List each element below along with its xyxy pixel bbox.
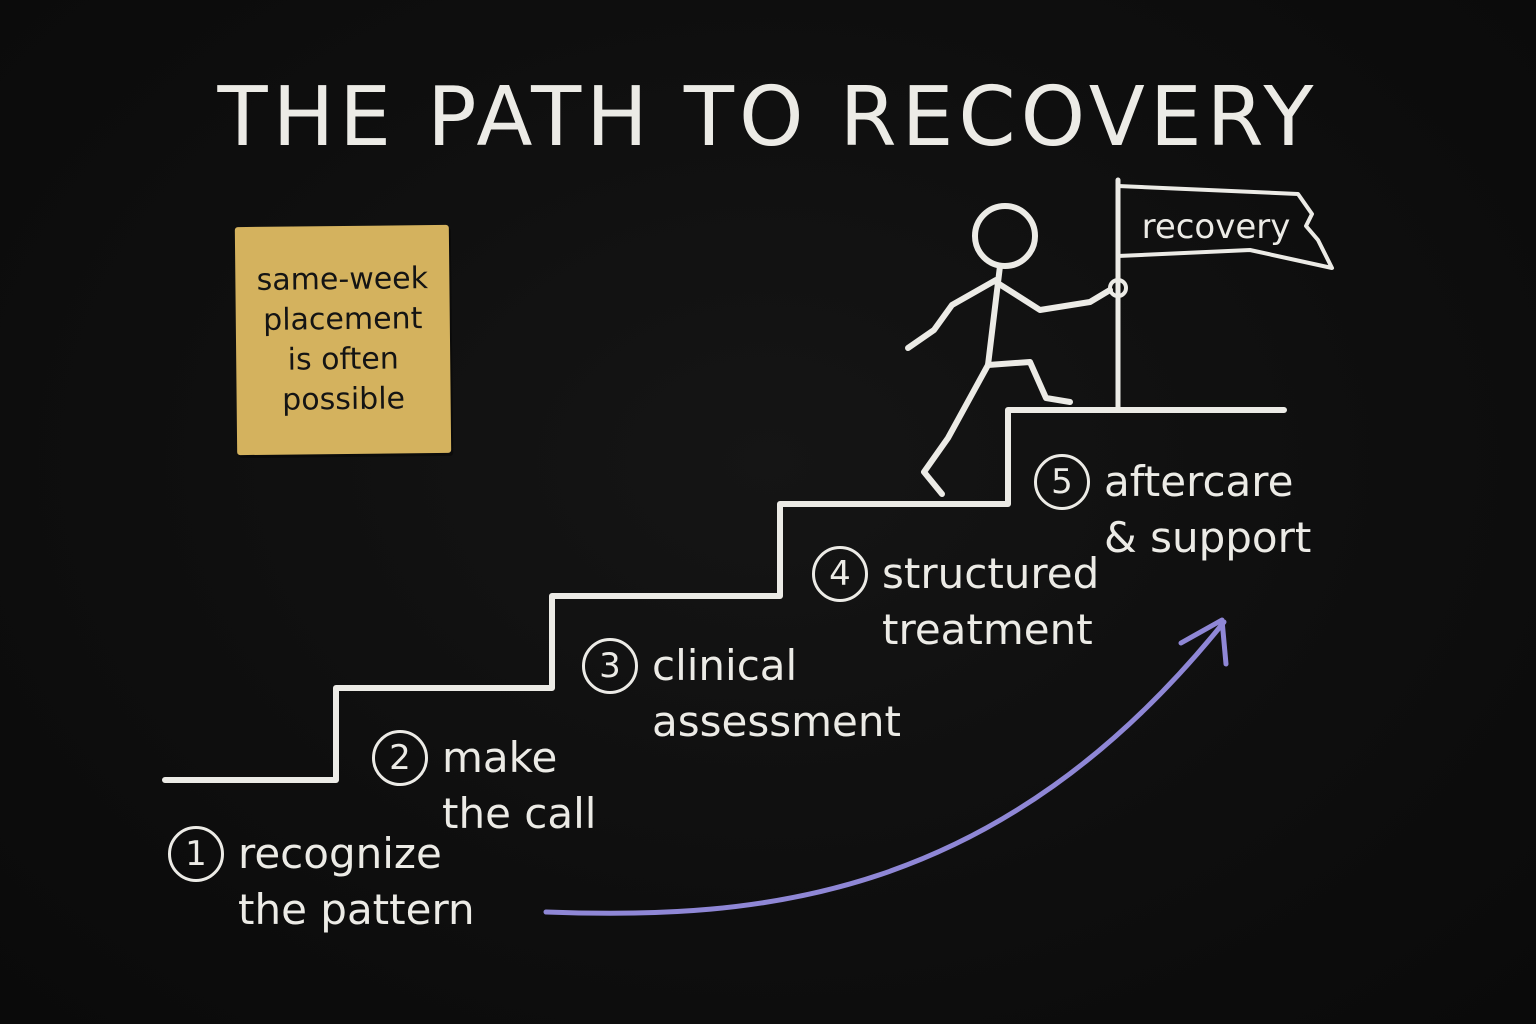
step-number-badge: 4 xyxy=(812,546,868,602)
flag-icon: recovery xyxy=(1115,177,1334,413)
step-5: 5 aftercare & support xyxy=(1034,454,1311,566)
step-number-badge: 1 xyxy=(168,826,224,882)
stick-figure-icon xyxy=(905,203,1128,497)
step-label-line: treatment xyxy=(882,605,1093,654)
step-label-line: clinical xyxy=(652,641,798,690)
step-label-line: & support xyxy=(1104,513,1312,562)
staircase-line xyxy=(162,407,1287,783)
step-3: 3 clinical assessment xyxy=(582,638,901,750)
step-1: 1 recognize the pattern xyxy=(168,826,475,938)
step-label-line: the call xyxy=(442,789,597,838)
progress-arrow-icon xyxy=(543,617,1229,916)
step-label-line: recognize xyxy=(238,829,442,878)
page-title: THE PATH TO RECOVERY xyxy=(217,70,1319,165)
step-label-line: assessment xyxy=(652,697,901,746)
step-label-line: make xyxy=(442,733,558,782)
step-label-line: the pattern xyxy=(238,885,475,934)
step-2: 2 make the call xyxy=(372,730,596,842)
step-4: 4 structured treatment xyxy=(812,546,1099,658)
flag-label: recovery xyxy=(1142,207,1291,247)
step-number-badge: 3 xyxy=(582,638,638,694)
step-label-line: aftercare xyxy=(1104,457,1294,506)
step-number-badge: 5 xyxy=(1034,454,1090,510)
step-number-badge: 2 xyxy=(372,730,428,786)
step-label-line: structured xyxy=(882,549,1100,598)
